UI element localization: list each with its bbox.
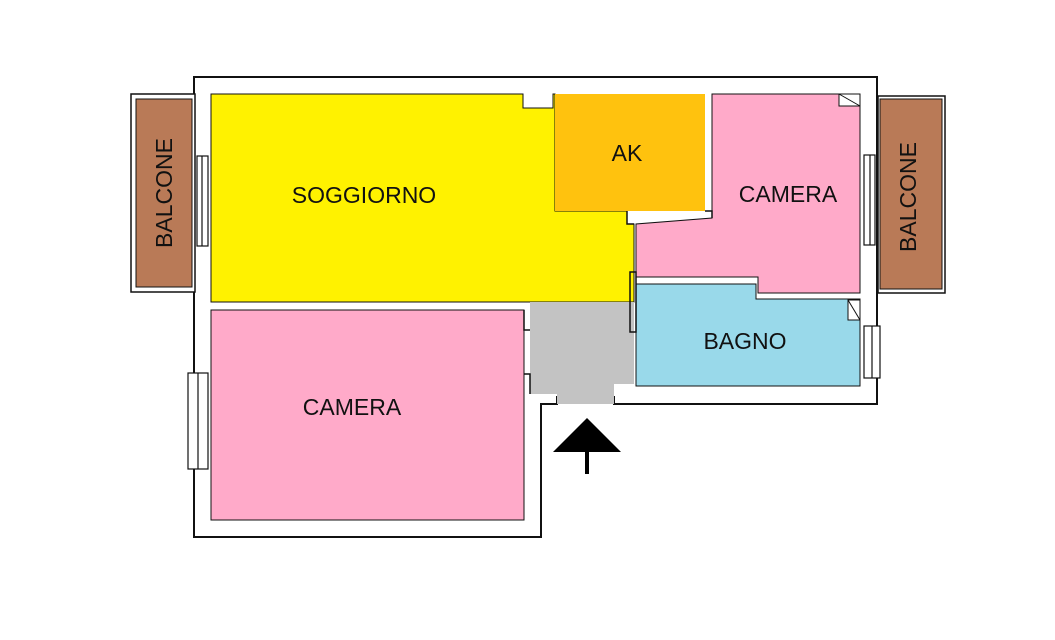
room-camera-top <box>635 93 861 294</box>
label-camera-bottom: CAMERA <box>303 394 402 420</box>
label-soggiorno: SOGGIORNO <box>292 182 436 208</box>
balcone-left <box>130 93 196 293</box>
windows <box>187 154 881 470</box>
label-balcone-right: BALCONE <box>895 142 921 252</box>
room-ak <box>555 94 705 211</box>
label-bagno: BAGNO <box>703 328 786 354</box>
room-bagno <box>635 283 861 387</box>
entrance-arrow-icon <box>553 418 621 474</box>
room-camera-bottom <box>210 309 525 521</box>
interior-walls <box>523 210 713 394</box>
label-ak: AK <box>612 140 643 166</box>
shafts <box>838 93 861 321</box>
label-camera-top: CAMERA <box>739 181 838 207</box>
room-hall <box>530 302 634 404</box>
balcone-right <box>877 95 946 294</box>
label-balcone-left: BALCONE <box>151 138 177 248</box>
